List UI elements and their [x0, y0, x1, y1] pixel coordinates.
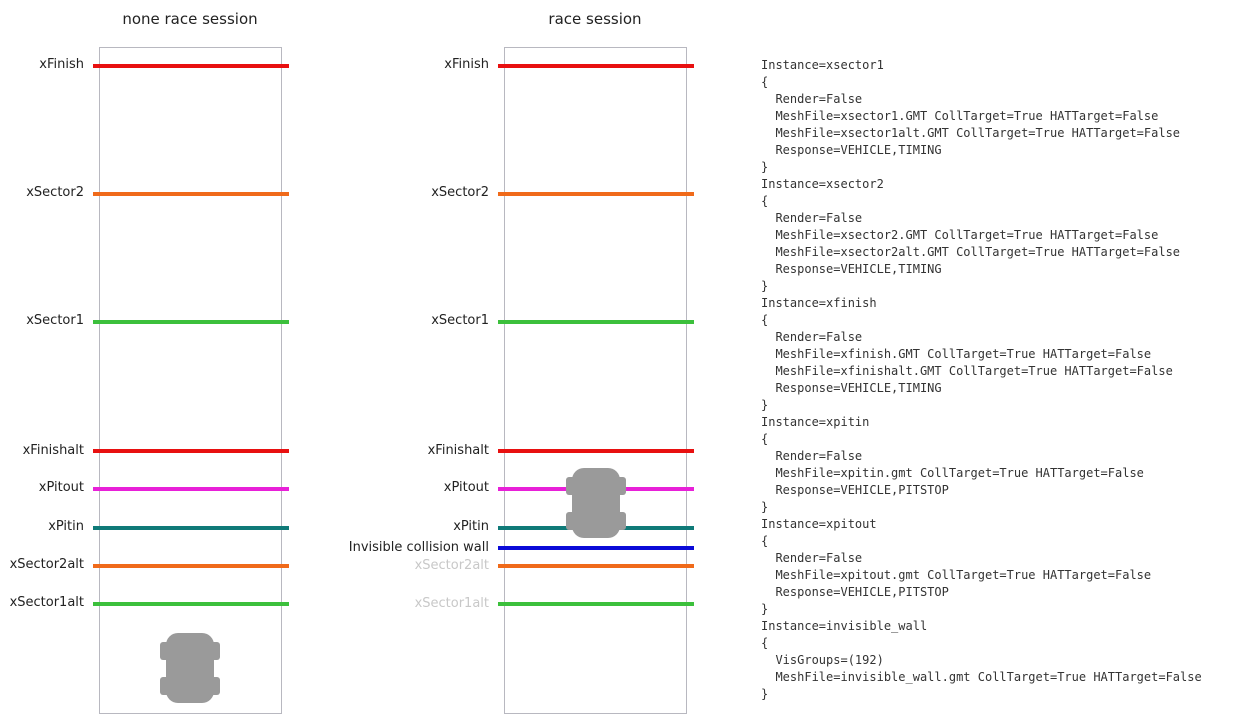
- config-code-listing: Instance=xsector1 { Render=False MeshFil…: [761, 58, 1202, 701]
- left-line-xsector1alt: [93, 602, 289, 606]
- left-label-xsector1alt: xSector1alt: [9, 595, 84, 610]
- right-line-xsector1alt: [498, 602, 694, 606]
- left-line-xpitout: [93, 487, 289, 491]
- right-panel-title: race session: [548, 10, 642, 28]
- right-label-invisible-wall: Invisible collision wall: [348, 540, 489, 555]
- right-label-xsector1alt: xSector1alt: [414, 596, 489, 611]
- right-line-xsector2alt: [498, 564, 694, 568]
- right-label-xsector2: xSector2: [431, 185, 489, 200]
- right-line-invisible-wall: [498, 546, 694, 550]
- left-line-xpitin: [93, 526, 289, 530]
- left-label-xfinishalt: xFinishalt: [22, 443, 84, 458]
- right-label-xsector1: xSector1: [431, 313, 489, 328]
- left-panel-title: none race session: [122, 10, 258, 28]
- left-car-icon: [160, 633, 220, 703]
- left-line-xfinish: [93, 64, 289, 68]
- left-label-xpitout: xPitout: [38, 480, 84, 495]
- left-line-xsector1: [93, 320, 289, 324]
- left-label-xfinish: xFinish: [39, 57, 84, 72]
- right-label-xpitout: xPitout: [443, 480, 489, 495]
- left-label-xsector1: xSector1: [26, 313, 84, 328]
- left-line-xsector2: [93, 192, 289, 196]
- right-label-xsector2alt: xSector2alt: [414, 558, 489, 573]
- left-label-xsector2alt: xSector2alt: [9, 557, 84, 572]
- left-line-xfinishalt: [93, 449, 289, 453]
- right-car-icon: [566, 468, 626, 538]
- right-label-xfinishalt: xFinishalt: [427, 443, 489, 458]
- right-line-xsector1: [498, 320, 694, 324]
- right-line-xsector2: [498, 192, 694, 196]
- right-line-xfinishalt: [498, 449, 694, 453]
- left-track-frame: [99, 47, 282, 714]
- left-label-xpitin: xPitin: [48, 519, 84, 534]
- right-track-frame: [504, 47, 687, 714]
- right-line-xfinish: [498, 64, 694, 68]
- right-label-xpitin: xPitin: [453, 519, 489, 534]
- left-line-xsector2alt: [93, 564, 289, 568]
- right-label-xfinish: xFinish: [444, 57, 489, 72]
- left-label-xsector2: xSector2: [26, 185, 84, 200]
